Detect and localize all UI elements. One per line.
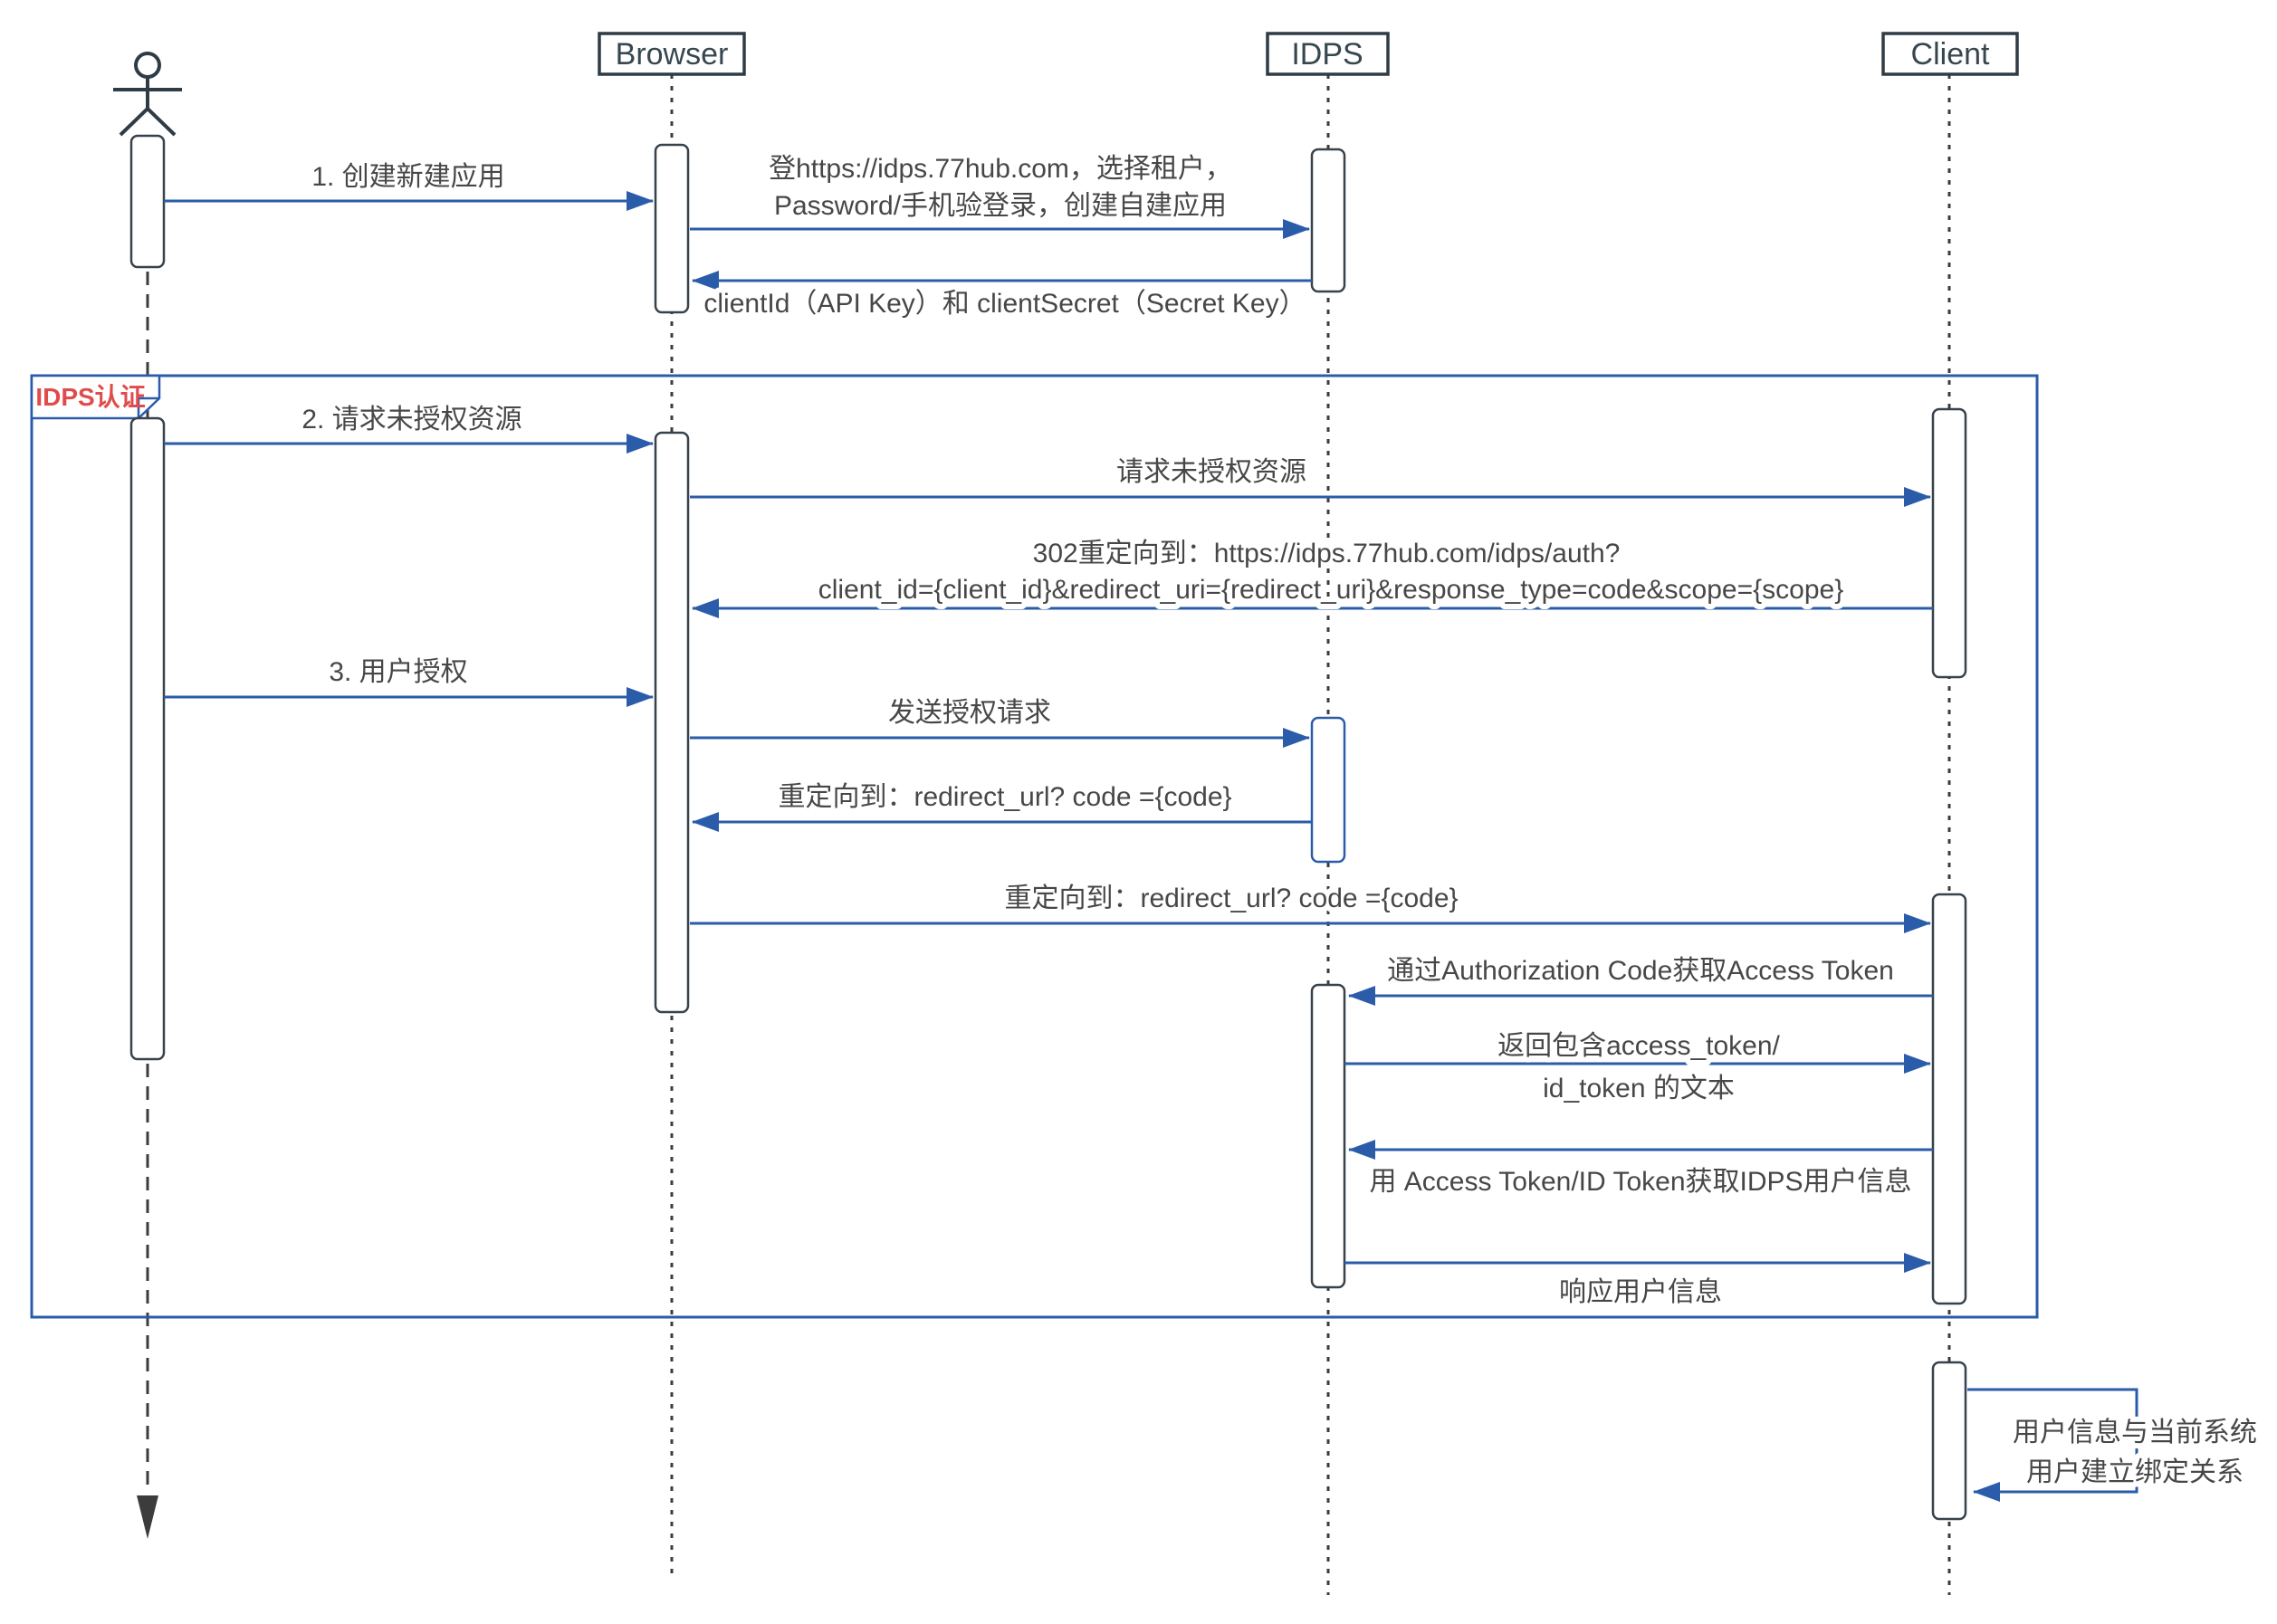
activation-client-1 [1931, 407, 1967, 679]
message-m12-label-2: id_token 的文本 [1543, 1074, 1735, 1103]
message-m6-label-1: 302重定向到：https://idps.77hub.com/idps/auth… [1033, 539, 1621, 568]
message-m15-label-1: 用户信息与当前系统 [2013, 1418, 2257, 1447]
frame-border [30, 374, 2039, 1319]
activation-idps-1 [1310, 148, 1346, 293]
message-lines [164, 191, 2138, 1502]
actor-icon [113, 52, 182, 137]
message-m8-label: 发送授权请求 [888, 698, 1051, 728]
participant-browser-box [598, 32, 746, 76]
participant-client-label: Client [1911, 37, 1990, 72]
message-m15-self-loop [1967, 1388, 2138, 1502]
frame-label-shape [30, 374, 161, 420]
message-m12-label-1: 返回包含access_token/ [1497, 1031, 1780, 1061]
message-m1-label: 1. 创建新建应用 [311, 162, 504, 192]
participant-client: Client [1881, 32, 2019, 76]
activation-user-2 [129, 416, 166, 1061]
activation-idps-2 [1310, 716, 1346, 864]
message-m14-label: 响应用户信息 [1559, 1277, 1722, 1307]
message-m2-label-1: 登https://idps.77hub.com，选择租户， [769, 154, 1232, 184]
participant-idps-box [1266, 32, 1390, 76]
participant-browser: Browser [598, 32, 746, 76]
message-m4-label: 2. 请求未授权资源 [301, 405, 521, 435]
message-labels: 1. 创建新建应用 登https://idps.77hub.com，选择租户， … [296, 148, 2263, 1493]
activation-idps-3 [1310, 983, 1346, 1289]
lifeline-end-arrow-icon [137, 1495, 158, 1539]
activation-user-1 [129, 134, 166, 269]
activation-browser-1 [654, 143, 690, 314]
participant-idps: IDPS [1266, 32, 1390, 76]
message-m9-label: 重定向到：redirect_url? code ={code} [778, 782, 1231, 812]
activation-client-3 [1931, 1361, 1967, 1521]
message-m7-label: 3. 用户授权 [329, 657, 467, 687]
message-m3-label: clientId（API Key）和 clientSecret（Secret K… [703, 289, 1306, 319]
activation-bars [129, 134, 1967, 1521]
frame-label: IDPS认证 [35, 383, 145, 411]
participant-client-box [1881, 32, 2019, 76]
activation-client-2 [1931, 893, 1967, 1305]
participant-browser-label: Browser [616, 37, 729, 72]
message-m5-label: 请求未授权资源 [1116, 457, 1306, 487]
frame-label-fold-icon [137, 396, 159, 418]
message-m10-label: 重定向到：redirect_url? code ={code} [1004, 884, 1458, 913]
message-m13-label: 用 Access Token/ID Token获取IDPS用户信息 [1369, 1167, 1911, 1197]
frame-idps-auth: IDPS认证 [30, 374, 2039, 1319]
participant-idps-label: IDPS [1291, 37, 1363, 72]
message-m11-label: 通过Authorization Code获取Access Token [1387, 956, 1894, 986]
message-m2-label-2: Password/手机验登录，创建自建应用 [774, 191, 1227, 221]
message-m6-label-2: client_id={client_id}&redirect_uri={redi… [818, 575, 1843, 605]
message-m15-label-2: 用户建立绑定关系 [2026, 1457, 2244, 1487]
lifelines [137, 74, 1951, 1595]
activation-browser-2 [654, 431, 690, 1014]
participant-headers: Browser IDPS Client [113, 32, 2019, 137]
